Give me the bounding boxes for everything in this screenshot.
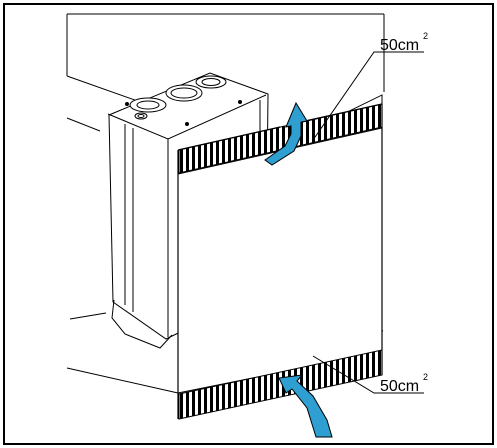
airflow-out-arrow-icon — [264, 101, 308, 166]
label-top: 50cm 2 — [380, 31, 428, 54]
flue-outlets — [125, 75, 242, 126]
label-bottom: 50cm 2 — [380, 372, 428, 395]
label-top-value: 50cm — [380, 37, 419, 54]
frame — [3, 3, 494, 445]
cabinet-front — [177, 127, 383, 394]
label-top-exponent: 2 — [423, 31, 428, 41]
label-bottom-exponent: 2 — [423, 372, 428, 382]
airflow-in-arrow-icon — [278, 374, 333, 438]
cabinet-edges — [177, 103, 383, 419]
leader-lines — [312, 51, 424, 394]
label-bottom-value: 50cm — [380, 378, 419, 395]
